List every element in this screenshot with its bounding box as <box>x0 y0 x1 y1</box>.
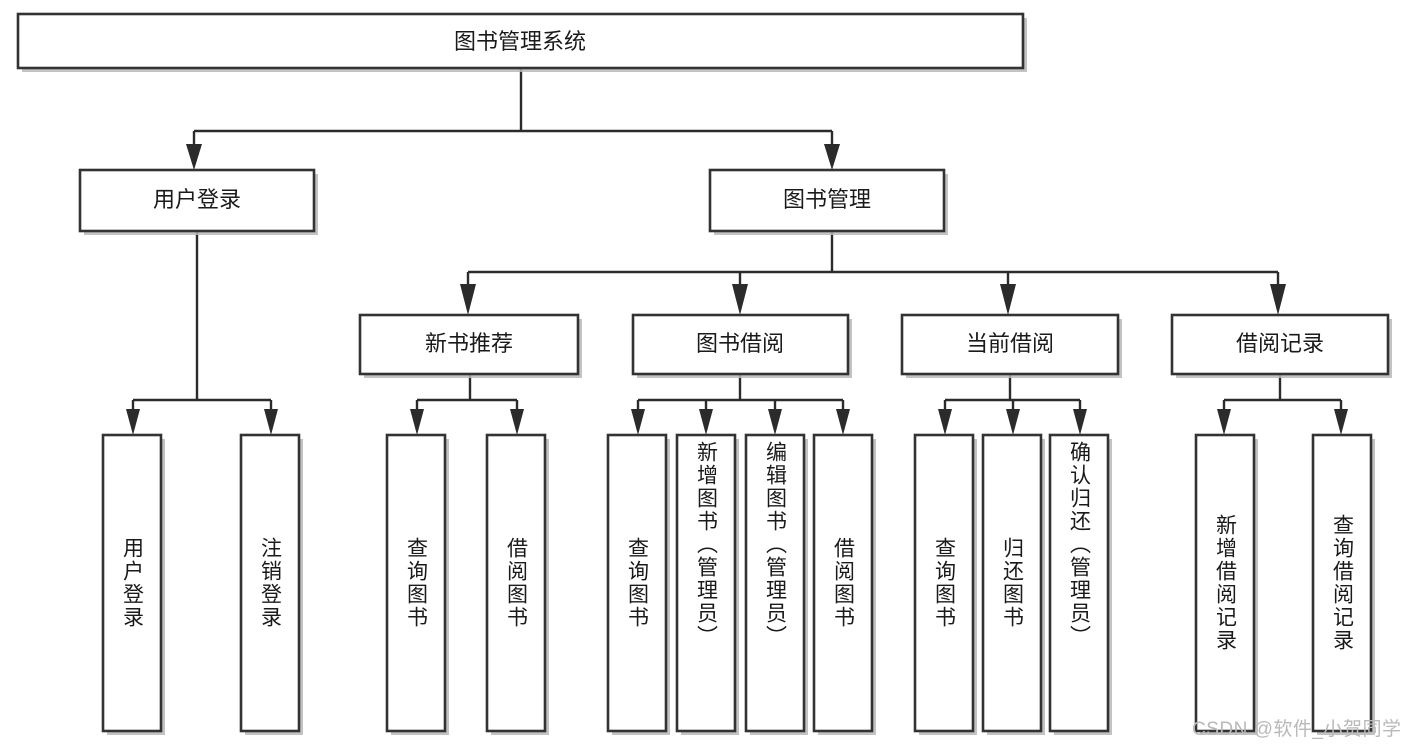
watermark-text: CSDN @软件_小贺同学 <box>1192 719 1402 740</box>
leaf-label-wrap-current-borrow-0: 查询图书 <box>915 435 973 731</box>
leaf-label-wrap-book-borrow-2: 编辑图书（管理员） <box>746 435 804 731</box>
leaf-label-current-borrow-0: 查询图书 <box>932 537 956 629</box>
arrow-head-icon <box>410 409 424 435</box>
leaf-box-new-book-1[interactable] <box>485 433 549 735</box>
node-user-login[interactable]: 用户登录 <box>78 168 318 235</box>
leaf-label-wrap-current-borrow-1: 归还图书 <box>983 435 1041 731</box>
arrow-head-icon <box>938 409 952 435</box>
leaf-box-book-borrow-0[interactable] <box>606 433 670 735</box>
arrow-head-icon <box>1217 409 1231 435</box>
node-root[interactable]: 图书管理系统 <box>16 12 1027 72</box>
leaf-label-borrow-record-1: 查询借阅记录 <box>1330 514 1354 652</box>
arrow-head-icon <box>1334 409 1348 435</box>
leaf-box-current-borrow-0[interactable] <box>913 433 977 735</box>
node-new-book-recommend[interactable]: 新书推荐 <box>358 313 582 378</box>
node-book-management[interactable]: 图书管理 <box>708 168 948 235</box>
leaf-label-wrap-book-borrow-1: 新增图书（管理员） <box>677 435 735 731</box>
leaf-box-book-borrow-2[interactable] <box>744 433 808 735</box>
leaf-label-wrap-user-login-1: 注销登录 <box>241 435 299 731</box>
arrow-head-icon <box>1073 409 1087 435</box>
node-user-login-label: 用户登录 <box>153 187 241 212</box>
arrow-head-icon <box>1270 284 1286 315</box>
arrow-head-icon <box>1006 409 1020 435</box>
leaf-label-user-login-0: 用户登录 <box>120 537 144 629</box>
node-root-label: 图书管理系统 <box>454 29 586 54</box>
connector-borrow-record-to-leaves <box>1217 375 1348 435</box>
leaf-label-current-borrow-1: 归还图书 <box>1000 537 1024 629</box>
arrow-head-icon <box>126 409 140 435</box>
node-new-book-recommend-label: 新书推荐 <box>425 331 513 356</box>
arrow-head-icon <box>460 284 476 315</box>
leaf-label-borrow-record-0: 新增借阅记录 <box>1213 514 1237 652</box>
node-current-borrow[interactable]: 当前借阅 <box>900 313 1122 378</box>
leaf-label-wrap-user-login-0: 用户登录 <box>103 435 161 731</box>
leaf-label-wrap-book-borrow-0: 查询图书 <box>608 435 666 731</box>
leaf-box-borrow-record-1[interactable] <box>1311 433 1375 735</box>
leaf-label-new-book-1: 借阅图书 <box>504 537 528 629</box>
arrow-head-icon <box>1000 284 1016 315</box>
leaf-box-book-borrow-3[interactable] <box>812 433 876 735</box>
leaf-label-wrap-new-book-0: 查询图书 <box>387 435 445 731</box>
leaf-box-borrow-record-0[interactable] <box>1194 433 1258 735</box>
leaf-box-current-borrow-2[interactable] <box>1048 433 1112 735</box>
arrow-head-icon <box>631 409 645 435</box>
connector-root-to-level2 <box>186 68 840 170</box>
connector-new-book-to-leaves <box>410 375 524 435</box>
connector-user-login-to-leaves <box>126 232 278 435</box>
node-borrow-record[interactable]: 借阅记录 <box>1170 313 1392 378</box>
leaf-label-user-login-1: 注销登录 <box>258 537 282 629</box>
arrow-head-icon <box>732 284 748 315</box>
connector-book-mgmt-to-level3 <box>460 232 1286 315</box>
leaf-box-user-login-1[interactable] <box>239 433 303 735</box>
arrow-head-icon <box>186 144 202 170</box>
leaf-label-current-borrow-2: 确认归还（管理员） <box>1067 441 1091 648</box>
leaf-box-current-borrow-1[interactable] <box>981 433 1045 735</box>
node-borrow-record-label: 借阅记录 <box>1236 331 1324 356</box>
leaf-label-wrap-borrow-record-0: 新增借阅记录 <box>1196 435 1254 731</box>
node-book-management-label: 图书管理 <box>783 187 871 212</box>
leaf-label-wrap-book-borrow-3: 借阅图书 <box>814 435 872 731</box>
leaf-label-book-borrow-0: 查询图书 <box>625 537 649 629</box>
leaf-label-book-borrow-3: 借阅图书 <box>831 537 855 629</box>
leaf-box-new-book-0[interactable] <box>385 433 449 735</box>
arrow-head-icon <box>768 409 782 435</box>
leaf-label-book-borrow-1: 新增图书（管理员） <box>694 441 718 648</box>
node-book-borrow-label: 图书借阅 <box>696 331 784 356</box>
connector-current-borrow-to-leaves <box>938 375 1087 435</box>
arrow-head-icon <box>836 409 850 435</box>
arrow-head-icon <box>699 409 713 435</box>
arrow-head-icon <box>510 409 524 435</box>
connector-book-borrow-to-leaves <box>631 375 850 435</box>
arrow-head-icon <box>824 144 840 170</box>
leaf-label-new-book-0: 查询图书 <box>404 537 428 629</box>
leaf-label-wrap-borrow-record-1: 查询借阅记录 <box>1313 435 1371 731</box>
leaf-box-user-login-0[interactable] <box>101 433 165 735</box>
arrow-head-icon <box>264 409 278 435</box>
leaf-label-wrap-new-book-1: 借阅图书 <box>487 435 545 731</box>
leaf-label-wrap-current-borrow-2: 确认归还（管理员） <box>1050 435 1108 731</box>
leaf-label-book-borrow-2: 编辑图书（管理员） <box>763 441 787 648</box>
leaf-box-book-borrow-1[interactable] <box>675 433 739 735</box>
node-current-borrow-label: 当前借阅 <box>966 331 1054 356</box>
node-book-borrow[interactable]: 图书借阅 <box>631 313 852 378</box>
